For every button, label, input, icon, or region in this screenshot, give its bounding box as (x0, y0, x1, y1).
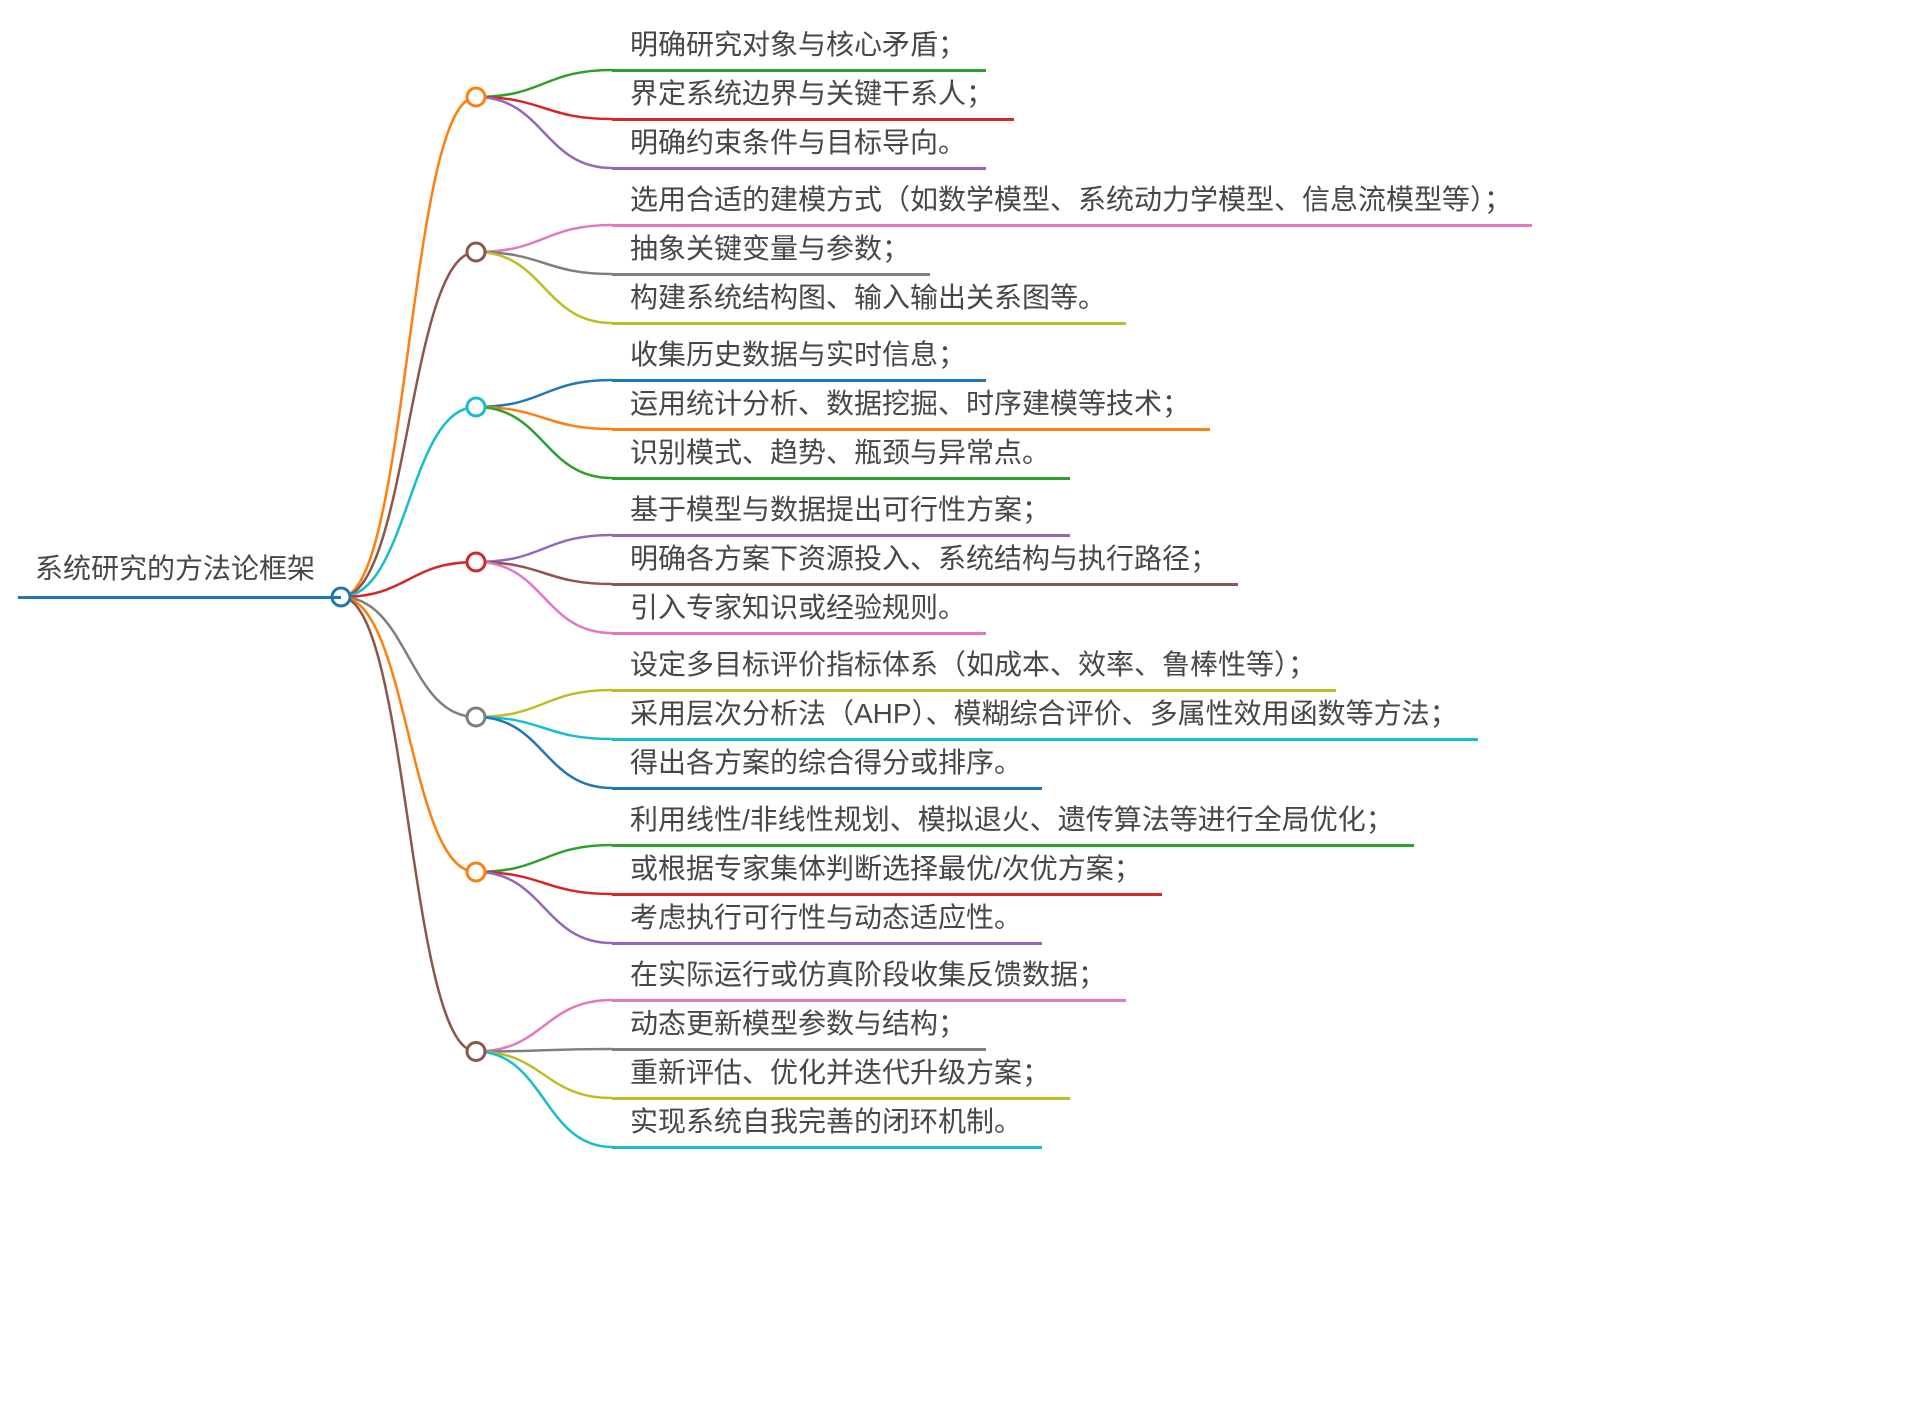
leaf-connector-line (474, 250, 614, 276)
leaf-connector-line (474, 378, 614, 409)
mindmap-leaf-node[interactable]: 明确研究对象与核心矛盾； (612, 27, 987, 72)
leaf-connector-line (474, 715, 614, 741)
branch-toggle-circle[interactable] (465, 396, 487, 418)
leaf-connector-line (474, 998, 614, 1053)
mindmap-leaf-node[interactable]: 识别模式、趋势、瓶颈与异常点。 (612, 435, 1071, 480)
leaf-connector-line (474, 405, 614, 480)
branch-connector-line (339, 595, 478, 874)
branch-connector-line (339, 560, 478, 599)
mindmap-leaf-node[interactable]: 采用层次分析法（AHP）、模糊综合评价、多属性效用函数等方法； (612, 696, 1478, 741)
branch-connector-line (339, 405, 478, 599)
leaf-connector-line (474, 95, 614, 170)
leaf-connector-line (474, 1050, 614, 1149)
branch-toggle-circle[interactable] (465, 1041, 487, 1062)
branch-connector-line (339, 595, 478, 1053)
leaf-connector-line (474, 688, 614, 719)
branch-connector-line (339, 95, 478, 599)
leaf-connector-line (474, 1050, 614, 1100)
leaf-connector-line (474, 405, 614, 431)
leaf-connector-line (474, 560, 614, 635)
mindmap-leaf-node[interactable]: 利用线性/非线性规划、模拟退火、遗传算法等进行全局优化； (612, 802, 1414, 847)
leaf-connector-line (474, 715, 614, 790)
branch-toggle-circle[interactable] (465, 86, 487, 108)
branch-toggle-circle[interactable] (465, 241, 487, 263)
branch-connector-line (339, 595, 478, 719)
leaf-connector-line (474, 843, 614, 874)
root-node[interactable]: 系统研究的方法论框架 (18, 550, 342, 599)
leaf-connector-line (474, 870, 614, 896)
leaf-connector-line (474, 870, 614, 945)
mindmap-leaf-node[interactable]: 实现系统自我完善的闭环机制。 (612, 1104, 1043, 1149)
leaf-connector-line (474, 250, 614, 325)
mindmap-leaf-node[interactable]: 动态更新模型参数与结构； (612, 1006, 987, 1051)
mindmap-leaf-node[interactable]: 界定系统边界与关键干系人； (612, 76, 1015, 121)
mindmap-leaf-node[interactable]: 得出各方案的综合得分或排序。 (612, 745, 1043, 790)
branch-toggle-circle[interactable] (465, 551, 487, 573)
mindmap-leaf-node[interactable]: 收集历史数据与实时信息； (612, 337, 987, 382)
mindmap-leaf-node[interactable]: 抽象关键变量与参数； (612, 231, 931, 276)
branch-connector-line (339, 250, 478, 599)
leaf-connector-line (474, 533, 614, 564)
leaf-connector-line (474, 560, 614, 586)
mindmap-leaf-node[interactable]: 在实际运行或仿真阶段收集反馈数据； (612, 957, 1127, 1002)
mindmap-leaf-node[interactable]: 基于模型与数据提出可行性方案； (612, 492, 1071, 537)
mindmap-leaf-node[interactable]: 构建系统结构图、输入输出关系图等。 (612, 280, 1127, 325)
leaf-connector-line (474, 223, 614, 254)
branch-toggle-circle[interactable] (465, 861, 487, 883)
leaf-connector-line (474, 95, 614, 121)
leaf-connector-line (474, 68, 614, 99)
mindmap-leaf-node[interactable]: 或根据专家集体判断选择最优/次优方案； (612, 851, 1162, 896)
mindmap-leaf-node[interactable]: 考虑执行可行性与动态适应性。 (612, 900, 1043, 945)
mindmap-leaf-node[interactable]: 引入专家知识或经验规则。 (612, 590, 987, 635)
mindmap-leaf-node[interactable]: 选用合适的建模方式（如数学模型、系统动力学模型、信息流模型等）； (612, 182, 1533, 227)
leaf-connector-line (474, 1047, 614, 1053)
mindmap-leaf-node[interactable]: 运用统计分析、数据挖掘、时序建模等技术； (612, 386, 1211, 431)
branch-toggle-circle[interactable] (465, 706, 487, 728)
mindmap-leaf-node[interactable]: 重新评估、优化并迭代升级方案； (612, 1055, 1071, 1100)
mindmap-leaf-node[interactable]: 明确各方案下资源投入、系统结构与执行路径； (612, 541, 1239, 586)
mindmap-leaf-node[interactable]: 设定多目标评价指标体系（如成本、效率、鲁棒性等）； (612, 647, 1337, 692)
mindmap-leaf-node[interactable]: 明确约束条件与目标导向。 (612, 125, 987, 170)
